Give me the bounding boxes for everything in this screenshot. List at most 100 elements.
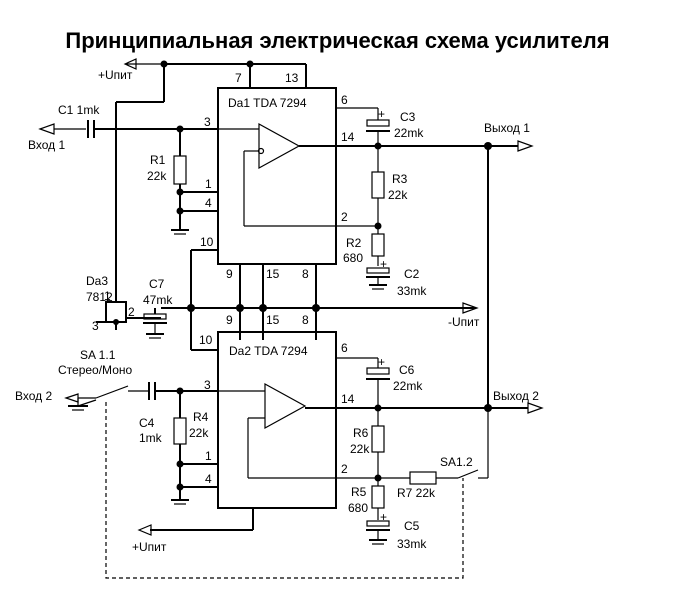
vout2-arrow [527,402,544,414]
da2-label: Da2 TDA 7294 [229,344,308,358]
r5-resistor [371,485,385,509]
sa12-switch-blade [457,469,479,479]
r1-resistor [173,155,187,185]
da1-pin-7: 7 [235,71,242,85]
da1-pin-8: 8 [302,267,309,281]
r4-resistor [173,417,187,445]
da1-pin-10: 10 [200,235,214,249]
vout1-arrow [517,140,534,152]
da2-pin-1: 1 [205,449,212,463]
da2-pin-10: 10 [199,333,213,347]
c5-value: 33mk [397,537,427,551]
da2-pin-9: 9 [226,313,233,327]
da1-chip-body [217,87,337,265]
da2-pin-15: 15 [266,313,280,327]
c4-label: C4 [139,416,155,430]
c2-label: C2 [404,267,420,281]
r3-label: R3 [392,172,408,186]
da1-pin-15: 15 [266,267,280,281]
c6-value: 22mk [393,379,423,393]
da3-pin-1: 1 [104,289,111,303]
da1-opamp-symbol [258,122,301,170]
ground-symbol-r1 [171,229,189,235]
c7-label: C7 [149,277,165,291]
c7-capacitor [143,313,167,320]
sa12-label: SA1.2 [440,455,473,469]
r5-value: 680 [348,501,368,515]
da1-label: Da1 TDA 7294 [228,96,307,110]
vplus-bottom-arrow [137,524,152,536]
c6-label: C6 [399,363,415,377]
da3-part: 7812 [86,290,113,304]
da2-pin-2: 2 [341,462,348,476]
da3-pin-2: 2 [128,305,135,319]
da1-pin-1: 1 [205,177,212,191]
r3-resistor [371,171,385,199]
vin1-arrow [38,123,55,135]
c2-capacitor [366,267,390,274]
sa11-label: SA 1.1 [80,348,116,362]
c5-capacitor [366,520,390,527]
r4-label: R4 [193,410,209,424]
vminus-label: -Uпит [448,315,480,329]
r2-resistor [371,233,385,257]
da2-pin-14: 14 [341,392,355,406]
c2-plus: + [380,257,387,271]
c4-value: 1mk [139,431,163,445]
r4-value: 22k [189,426,209,440]
r6-value: 22k [350,442,370,456]
da2-pin-3: 3 [204,378,211,392]
da1-pin-4: 4 [205,196,212,210]
c2-value: 33mk [397,284,427,298]
vin2-label: Вход 2 [15,389,52,403]
r6-resistor [371,425,385,453]
c3-label: C3 [400,110,416,124]
da2-opamp-symbol [264,382,307,430]
vin2-arrow [64,393,79,403]
da2-pin-8: 8 [302,313,309,327]
da1-pin-3: 3 [204,115,211,129]
vout2-label: Выход 2 [493,389,539,403]
r1-value: 22k [147,169,167,183]
schematic-title: Принципиальная электрическая схема усили… [65,28,610,53]
vout1-label: Выход 1 [484,121,530,135]
ground-symbol-vin2 [68,398,88,411]
ground-symbol-c5 [369,539,387,545]
c5-plus: + [380,510,387,524]
da3-pin-3: 3 [92,319,99,333]
da3-name: Da3 [86,274,108,288]
ground-symbol-r4 [171,499,189,505]
r2-label: R2 [346,236,362,250]
sa11-switch-blade [95,385,129,399]
vplus-top-arrow [123,58,164,70]
da1-pin-2: 2 [341,210,348,224]
vplus-top-label: +Uпит [98,68,133,82]
c3-plus: + [378,107,385,121]
sa11-mode: Стерео/Моно [58,363,132,377]
c3-capacitor [366,119,390,127]
c6-capacitor [366,367,390,375]
r7-label: R7 22k [397,486,436,500]
c3-value: 22mk [394,126,424,140]
r5-label: R5 [351,485,367,499]
r2-value: 680 [343,251,363,265]
ground-symbol-c2 [369,284,387,290]
c6-plus: + [378,355,385,369]
vplus-bottom-label: +Uпит [132,540,167,554]
da2-pin-6: 6 [341,341,348,355]
r1-label: R1 [150,153,166,167]
r3-value: 22k [388,188,408,202]
r6-label: R6 [353,426,369,440]
da1-pin-6: 6 [341,93,348,107]
vminus-arrow [462,302,479,314]
sa-mechanical-link [105,402,464,579]
da1-pin-13: 13 [285,71,299,85]
c1-label: C1 1mk [58,103,100,117]
da2-chip-body [217,331,337,509]
da2-pin-4: 4 [205,472,212,486]
da1-pin-14: 14 [341,130,355,144]
da1-pin-9: 9 [226,267,233,281]
r7-resistor [409,471,437,485]
c7-value: 47mk [143,293,173,307]
